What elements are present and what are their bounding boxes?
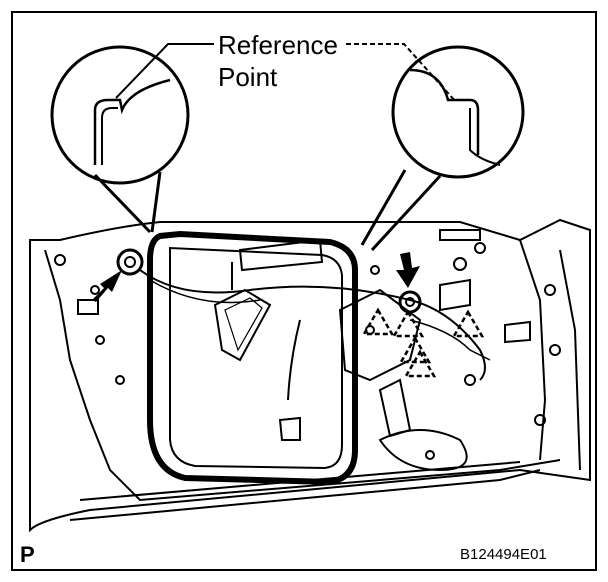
left-magnifier-callout bbox=[50, 45, 190, 234]
triangle-clip-icon bbox=[403, 349, 437, 378]
figure-code: B124494E01 bbox=[460, 546, 547, 563]
left-arrow-icon bbox=[92, 270, 122, 302]
clip-symbols bbox=[361, 307, 485, 378]
right-magnifier-callout bbox=[360, 45, 525, 252]
diagram-border bbox=[11, 11, 597, 571]
interior-components bbox=[54, 229, 561, 472]
triangle-clip-icon bbox=[391, 309, 425, 338]
reference-leader-lines bbox=[115, 43, 457, 103]
down-arrow-icon bbox=[396, 252, 420, 288]
triangle-clip-icon bbox=[451, 309, 485, 338]
reference-point-label-line1: Reference bbox=[218, 30, 338, 60]
corner-mark: P bbox=[20, 542, 35, 567]
pointer-arrows bbox=[92, 252, 420, 302]
service-hole-outline bbox=[147, 230, 358, 486]
reference-point-label-line2: Point bbox=[218, 62, 278, 92]
triangle-clip-icon bbox=[361, 307, 395, 336]
